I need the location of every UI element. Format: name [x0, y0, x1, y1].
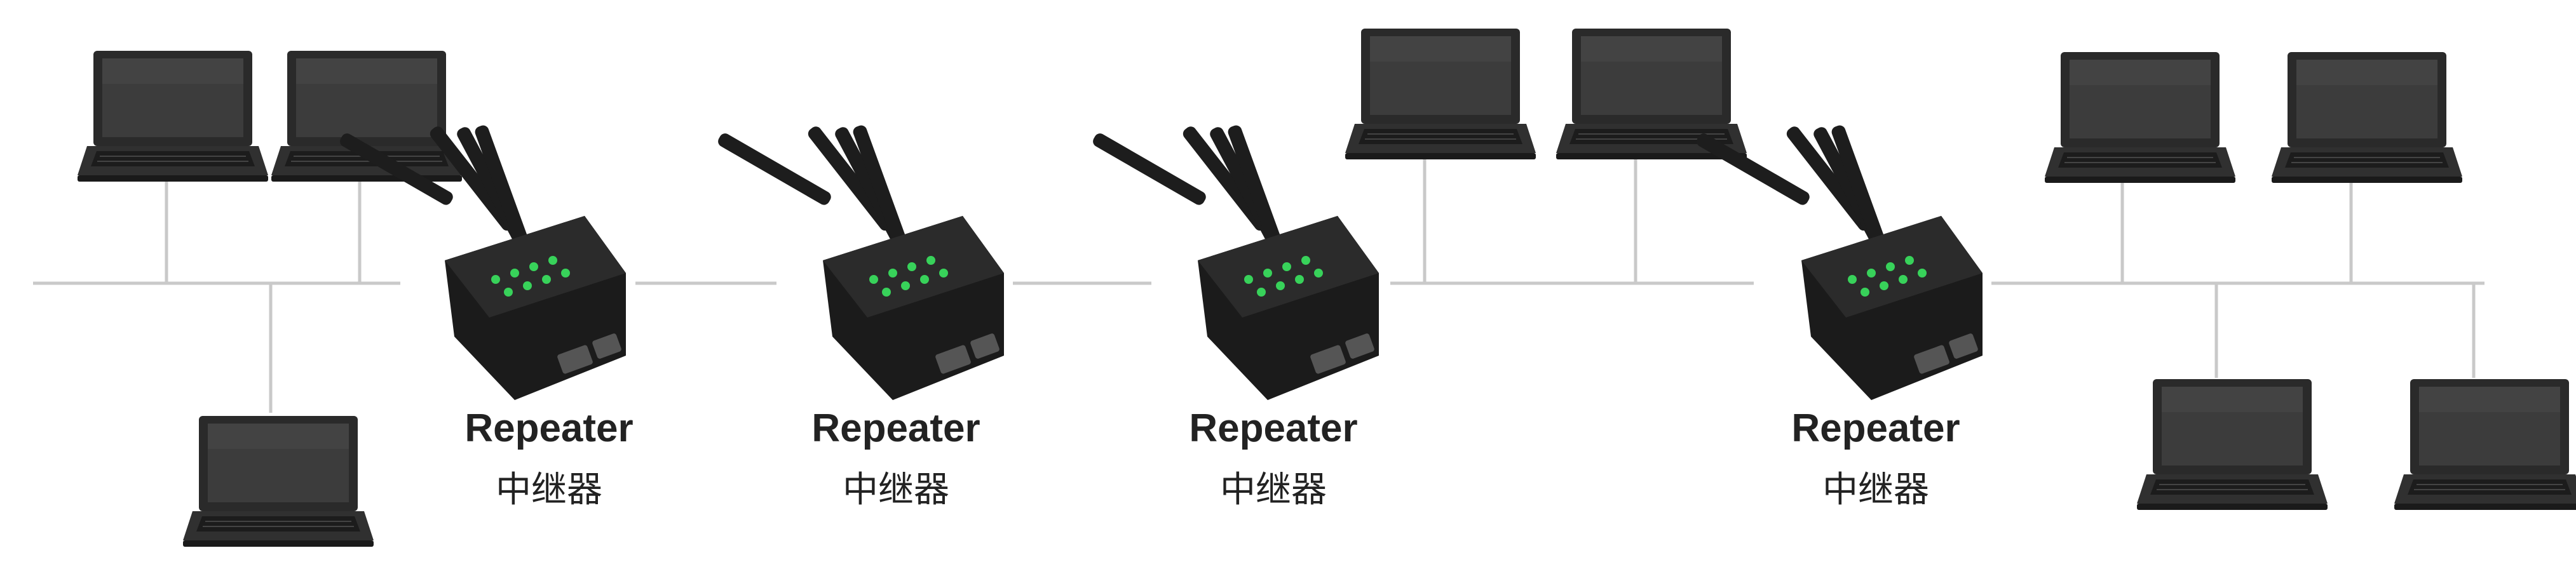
laptop-icon: [2394, 378, 2576, 511]
wifi-repeater-icon: [1090, 123, 1379, 400]
laptop-icon: [2136, 378, 2328, 511]
repeater-label-en: Repeater: [1189, 406, 1357, 450]
laptop-icon: [1345, 28, 1536, 160]
repeater-2-label: Repeater 中继器: [811, 406, 980, 511]
repeater-label-zh: 中继器: [1220, 469, 1327, 511]
laptop-icon: [182, 415, 374, 547]
laptop-icon: [77, 50, 269, 182]
wire-segment-4: [1390, 152, 1754, 285]
repeater-label-zh: 中继器: [843, 469, 949, 511]
repeater-label-en: Repeater: [1791, 406, 1960, 450]
laptop-icon: [2271, 51, 2463, 184]
repeater-3-label: Repeater 中继器: [1189, 406, 1357, 511]
repeater-label-en: Repeater: [811, 406, 980, 450]
laptop-icon: [1556, 28, 1747, 160]
repeater-1-label: Repeater 中继器: [464, 406, 633, 511]
wifi-repeater-icon: [1694, 123, 1983, 400]
repeater-4-label: Repeater 中继器: [1791, 406, 1960, 511]
repeater-label-en: Repeater: [464, 406, 633, 450]
laptop-icon: [2044, 51, 2236, 184]
wifi-repeater-icon: [715, 123, 1004, 400]
wire-segment-1: [33, 171, 400, 413]
repeater-label-zh: 中继器: [496, 469, 602, 511]
wire-segment-5: [1991, 171, 2484, 378]
repeater-label-zh: 中继器: [1822, 469, 1929, 511]
laptop-icon: [271, 50, 463, 182]
wifi-repeater-icon: [337, 123, 626, 400]
